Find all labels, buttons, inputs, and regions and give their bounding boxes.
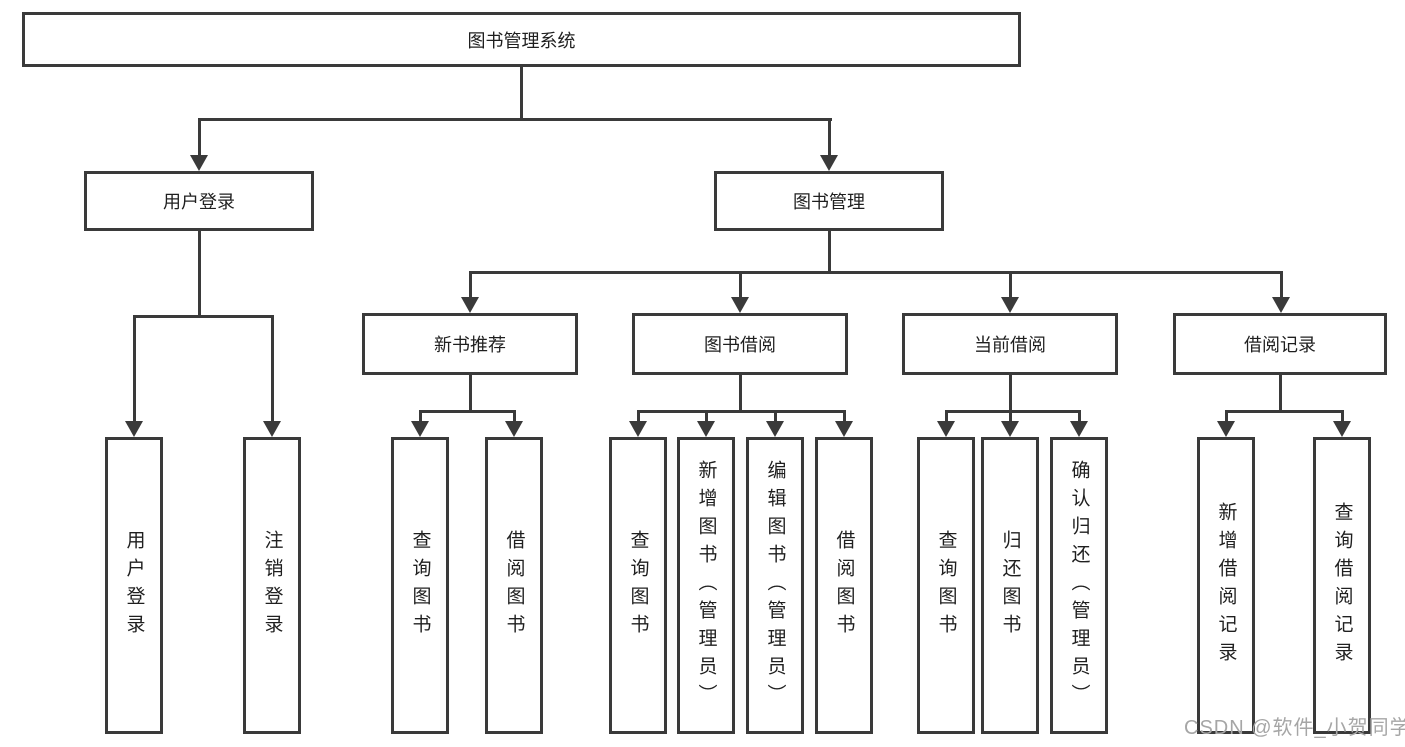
connector-line [418,410,516,413]
node-user-login: 用户登录 [84,171,314,231]
leaf-current-search-books: 查询图书 [917,437,975,734]
connector-line [827,231,831,271]
node-root: 图书管理系统 [22,12,1021,67]
arrowhead-down-icon [835,421,853,437]
connector-line [1224,413,1228,427]
node-new-book-recommend: 新书推荐 [362,313,578,375]
connector-line [944,410,1081,413]
leaf-borrow-search-books: 查询图书 [609,437,667,734]
arrowhead-down-icon [190,155,208,171]
arrowhead-down-icon [1001,421,1019,437]
connector-line [1224,410,1344,413]
leaf-records-add-record: 新增借阅记录 [1197,437,1255,734]
connector-line [468,375,472,410]
connector-line [197,118,832,121]
leaf-records-search-record: 查询借阅记录 [1313,437,1371,734]
connector-line [197,231,201,315]
leaf-recommend-search-books: 查询图书 [391,437,449,734]
connector-line [1008,375,1012,410]
connector-line [1279,274,1283,300]
arrowhead-down-icon [1272,297,1290,313]
leaf-recommend-borrow-books: 借阅图书 [485,437,543,734]
connector-line [827,121,831,159]
arrowhead-down-icon [1333,421,1351,437]
leaf-logout: 注销登录 [243,437,301,734]
connector-line [1340,413,1344,427]
leaf-user-login: 用户登录 [105,437,163,734]
arrowhead-down-icon [411,421,429,437]
connector-line [1008,274,1012,300]
connector-line [132,315,274,318]
leaf-borrow-borrow-books: 借阅图书 [815,437,873,734]
node-borrow-records: 借阅记录 [1173,313,1387,375]
arrowhead-down-icon [820,155,838,171]
connector-line [197,121,201,159]
connector-line [270,318,274,424]
arrowhead-down-icon [697,421,715,437]
arrowhead-down-icon [629,421,647,437]
leaf-borrow-add-books-admin: 新增图书（管理员） [677,437,735,734]
arrowhead-down-icon [505,421,523,437]
connector-line [704,413,708,427]
connector-line [773,413,777,427]
csdn-watermark: CSDN @软件_小贺同学 [1184,717,1405,739]
connector-line [1008,413,1012,427]
connector-line [512,413,516,427]
connector-line [519,67,523,121]
arrowhead-down-icon [1001,297,1019,313]
node-book-management: 图书管理 [714,171,944,231]
arrowhead-down-icon [1070,421,1088,437]
connector-line [944,413,948,427]
leaf-current-return-books: 归还图书 [981,437,1039,734]
connector-line [1278,375,1282,410]
arrowhead-down-icon [263,421,281,437]
node-current-borrow: 当前借阅 [902,313,1118,375]
node-book-borrow: 图书借阅 [632,313,848,375]
connector-line [636,413,640,427]
leaf-borrow-edit-books-admin: 编辑图书（管理员） [746,437,804,734]
arrowhead-down-icon [461,297,479,313]
arrowhead-down-icon [731,297,749,313]
connector-line [738,274,742,300]
connector-line [468,271,1283,274]
arrowhead-down-icon [1217,421,1235,437]
arrowhead-down-icon [125,421,143,437]
connector-line [1077,413,1081,427]
connector-line [468,274,472,300]
connector-line [636,410,846,413]
connector-line [842,413,846,427]
connector-line [738,375,742,410]
leaf-current-confirm-return-admin: 确认归还（管理员） [1050,437,1108,734]
arrowhead-down-icon [766,421,784,437]
arrowhead-down-icon [937,421,955,437]
connector-line [132,318,136,424]
connector-line [418,413,422,427]
